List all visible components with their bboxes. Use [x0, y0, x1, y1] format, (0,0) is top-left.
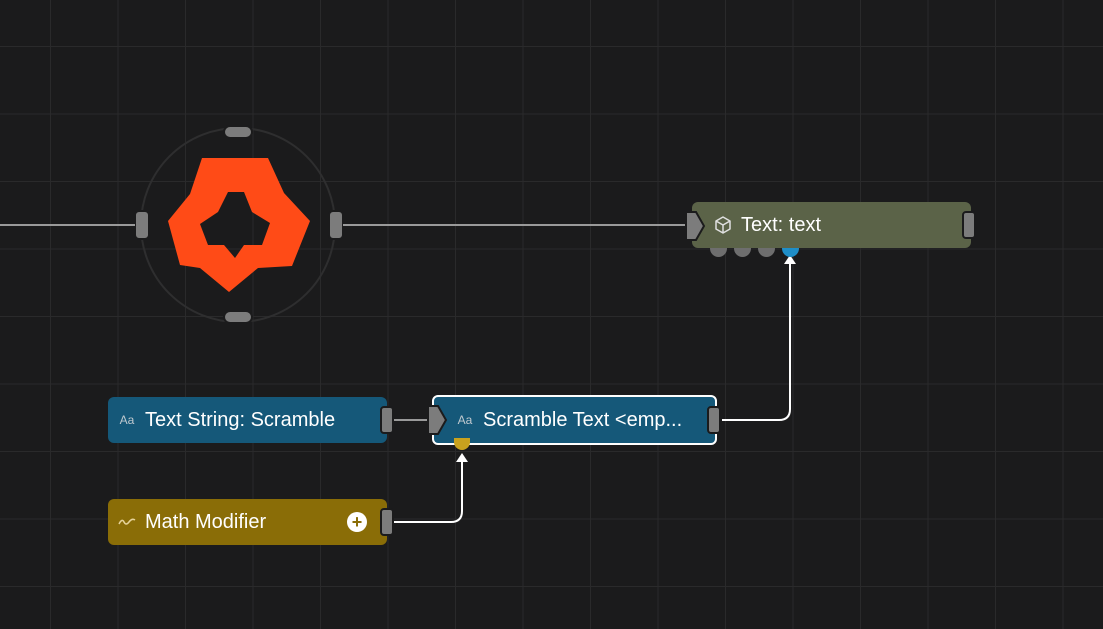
text-string-node[interactable]: Aa Text String: Scramble [108, 397, 387, 443]
text-node-input-port[interactable] [684, 210, 706, 242]
scramble-node-input-port[interactable] [426, 404, 448, 436]
logo-handle-right[interactable] [328, 210, 344, 240]
text-string-output-port[interactable] [380, 406, 394, 434]
text-node[interactable]: Text: text [692, 202, 971, 248]
text-type-icon: Aa [457, 413, 473, 427]
text-node-label: Text: text [741, 213, 822, 236]
wire-scramble-to-text [722, 262, 791, 421]
math-modifier-node-label: Math Modifier [145, 510, 267, 533]
arrowhead-scramble-input [456, 453, 468, 462]
scramble-node-modifier-port[interactable] [454, 438, 470, 450]
add-modifier-button[interactable]: + [347, 512, 367, 532]
logo-handle-bottom[interactable] [223, 310, 253, 324]
arrowhead-text-input [784, 255, 796, 264]
math-modifier-output-port[interactable] [380, 508, 394, 536]
wave-icon [116, 517, 138, 527]
cube-icon [712, 216, 734, 234]
scramble-node-output-port[interactable] [707, 406, 721, 434]
math-modifier-node[interactable]: Math Modifier + [108, 499, 387, 545]
scramble-text-node[interactable]: Aa Scramble Text <emp... [432, 395, 717, 445]
text-node-output-port[interactable] [962, 211, 976, 239]
text-string-node-label: Text String: Scramble [145, 408, 336, 431]
wire-math-to-scramble [394, 460, 463, 523]
logo-handle-left[interactable] [134, 210, 150, 240]
logo-handle-top[interactable] [223, 125, 253, 139]
text-type-icon: Aa [119, 413, 135, 427]
scramble-text-node-label: Scramble Text <emp... [483, 408, 683, 431]
gear-star-logo[interactable] [168, 158, 310, 292]
